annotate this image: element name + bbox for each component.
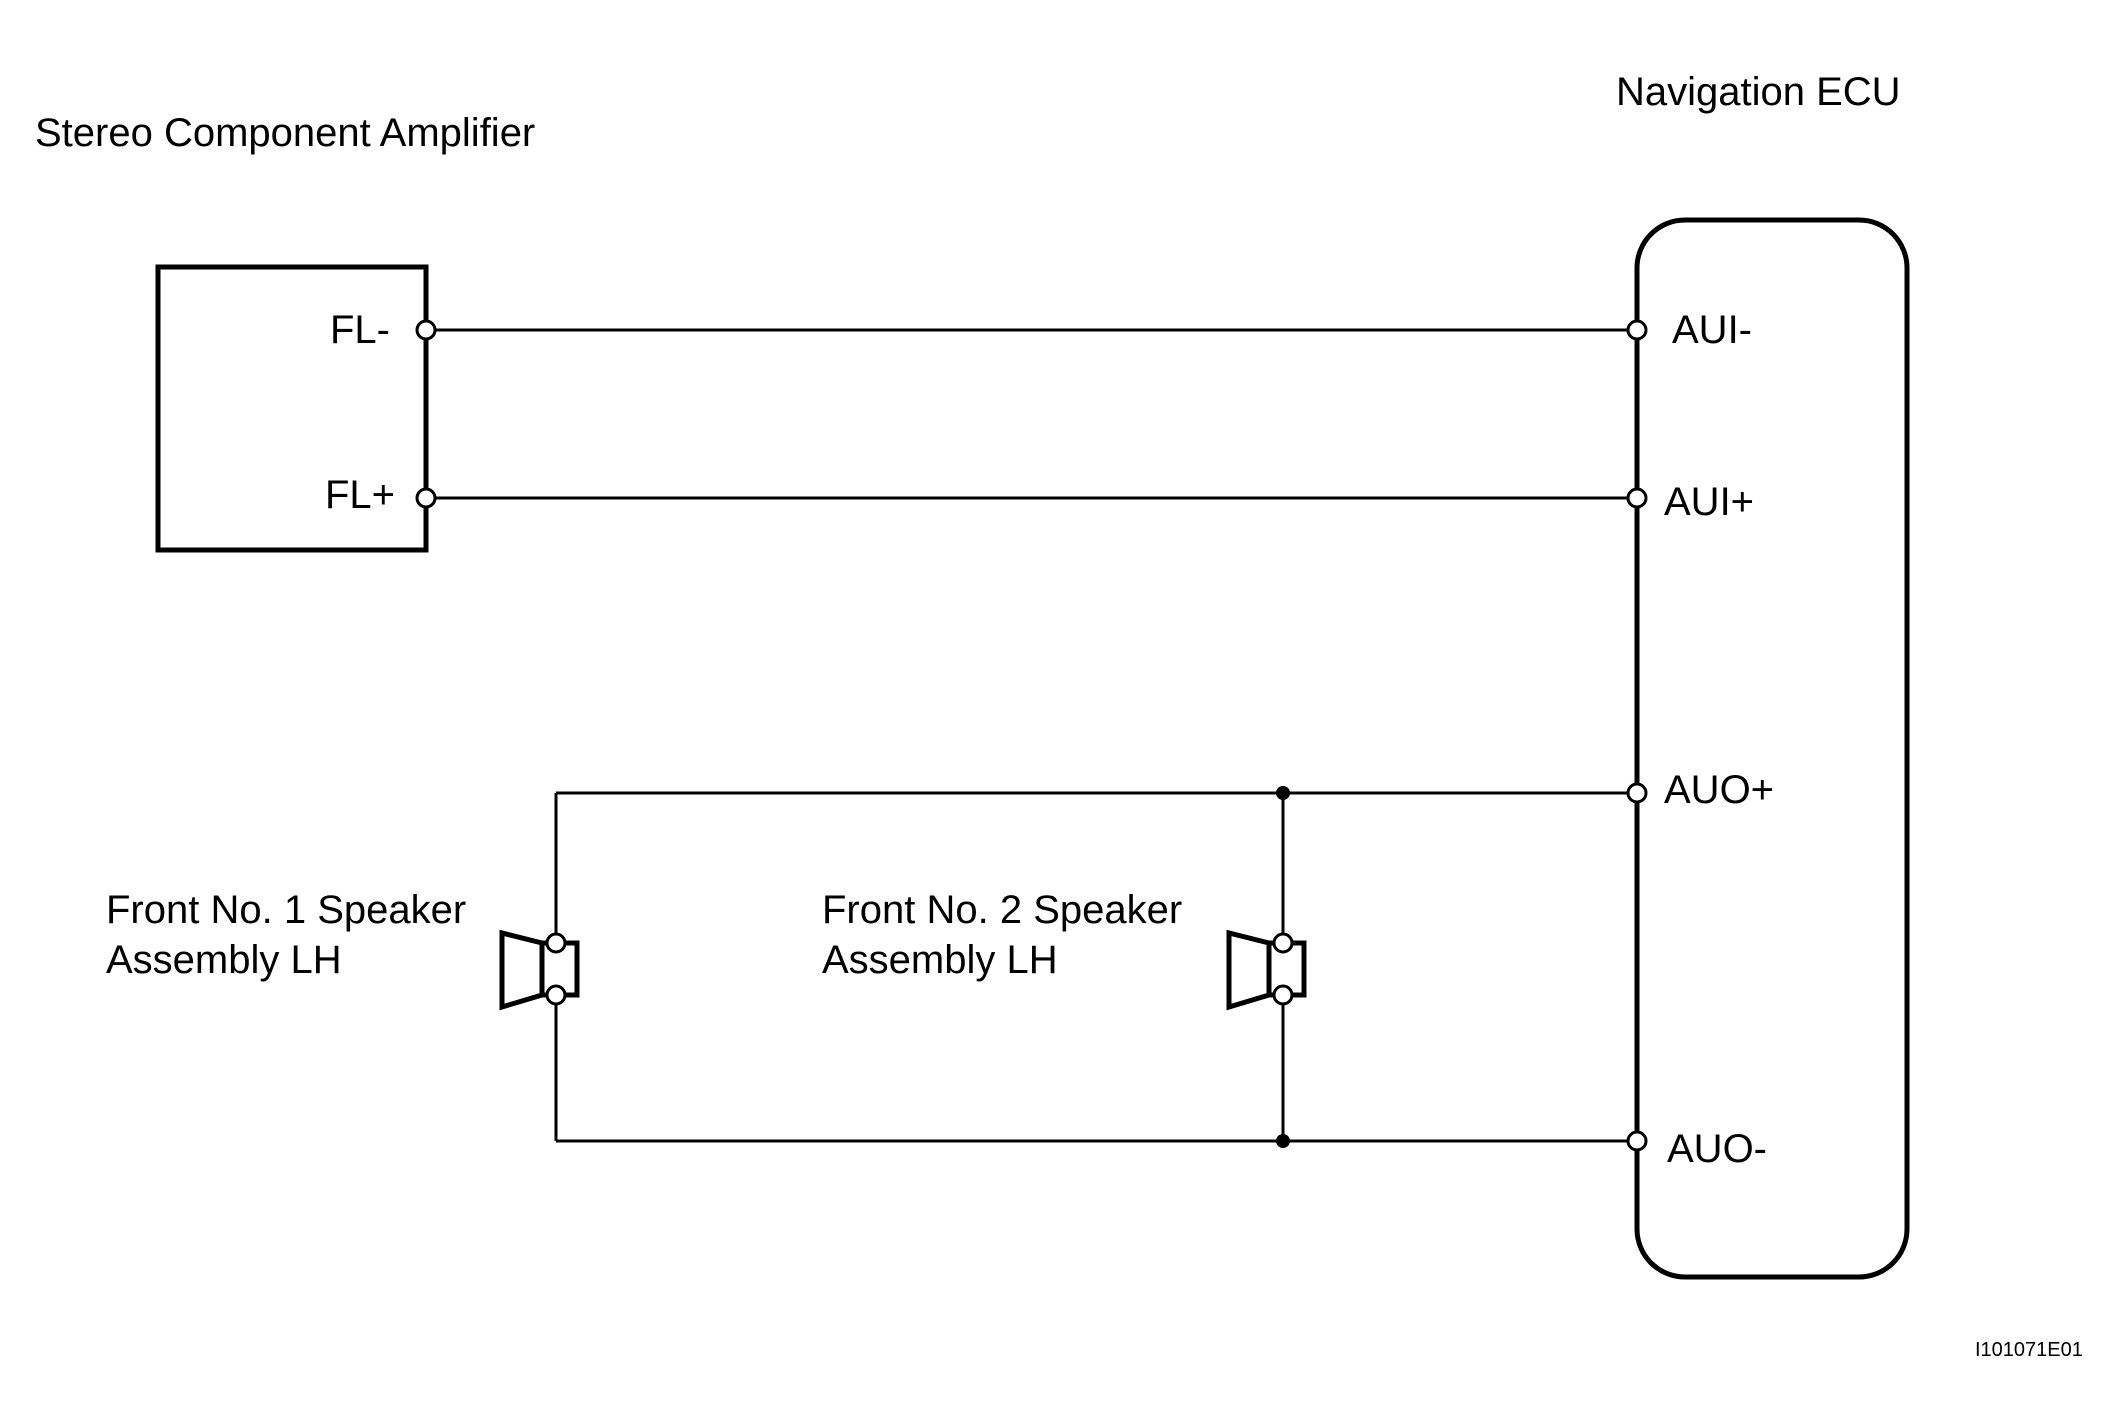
- terminal-aui-minus: [1626, 319, 1648, 341]
- terminal-fl-minus: [415, 319, 437, 341]
- speaker-2-label-line1: Front No. 2 Speaker: [822, 888, 1182, 932]
- terminal-aui-plus: [1626, 487, 1648, 509]
- junction-auo-minus: [1276, 1134, 1290, 1148]
- terminal-speaker1-plus: [545, 932, 567, 954]
- terminal-fl-plus: [415, 487, 437, 509]
- amplifier-box: [155, 264, 429, 553]
- terminal-label-auo-plus: AUO+: [1664, 768, 1774, 812]
- terminal-label-auo-minus: AUO-: [1667, 1127, 1767, 1171]
- terminal-speaker2-minus: [1272, 984, 1294, 1006]
- speaker-1-label-line1: Front No. 1 Speaker: [106, 888, 466, 932]
- terminal-label-fl-minus: FL-: [330, 308, 390, 352]
- terminal-label-aui-plus: AUI+: [1664, 480, 1754, 524]
- navigation-ecu-title: Navigation ECU: [1616, 70, 1901, 114]
- terminal-speaker2-plus: [1272, 932, 1294, 954]
- amplifier-title: Stereo Component Amplifier: [35, 111, 535, 155]
- junction-auo-plus: [1276, 786, 1290, 800]
- terminal-label-aui-minus: AUI-: [1672, 308, 1752, 352]
- terminal-speaker1-minus: [545, 984, 567, 1006]
- navigation-ecu-box: [1634, 217, 1910, 1280]
- terminal-auo-plus: [1626, 782, 1648, 804]
- speaker-1-label-line2: Assembly LH: [106, 938, 342, 982]
- terminal-label-fl-plus: FL+: [325, 473, 395, 517]
- terminal-auo-minus: [1626, 1130, 1648, 1152]
- speaker-2-label-line2: Assembly LH: [822, 938, 1058, 982]
- figure-id: I101071E01: [1975, 1339, 2083, 1361]
